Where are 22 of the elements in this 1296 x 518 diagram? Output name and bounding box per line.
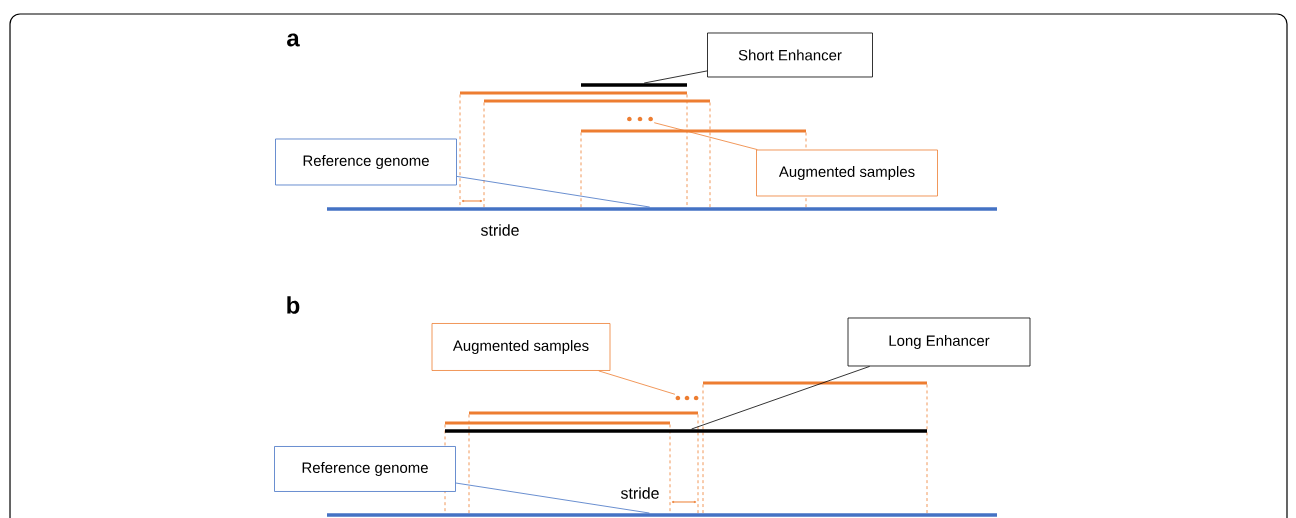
label-box: Reference genome (275, 138, 457, 186)
leader-line (691, 366, 871, 430)
label-box: Augmented samples (431, 323, 611, 371)
leader-line (653, 122, 758, 150)
leader-line (643, 70, 708, 84)
ellipsis-dots (675, 395, 699, 401)
panel-letter: a (287, 33, 300, 47)
stride-label: stride (480, 224, 519, 236)
stride-label: stride (620, 487, 659, 499)
label-box: Augmented samples (756, 149, 938, 197)
bar (327, 207, 997, 211)
bar (581, 83, 687, 87)
panel-letter: b (287, 296, 300, 314)
label-box: Reference genome (274, 446, 456, 492)
leader-line (456, 176, 651, 208)
bar (327, 513, 997, 517)
leader-line (598, 370, 676, 395)
label-box: Long Enhancer (847, 317, 1031, 367)
ellipsis-dots (627, 116, 653, 122)
leader-line (455, 482, 650, 514)
label-box: Short Enhancer (707, 32, 873, 78)
bar (445, 429, 927, 433)
